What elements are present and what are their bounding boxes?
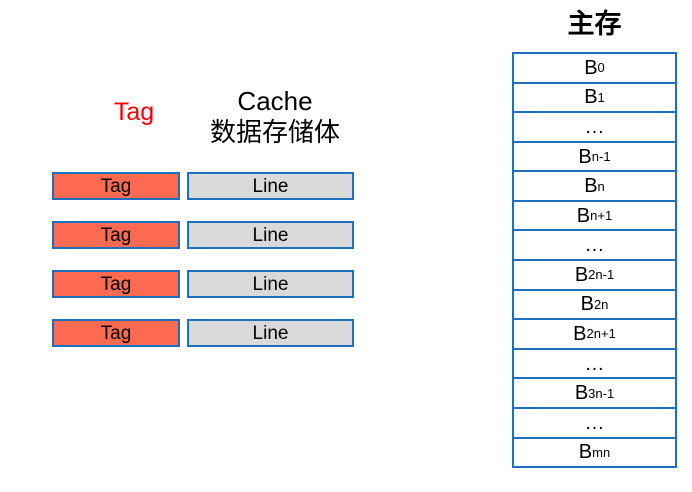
tag-column-header: Tag bbox=[113, 98, 155, 126]
block-subscript: 0 bbox=[597, 60, 605, 76]
block-label: B bbox=[584, 56, 598, 79]
block-label: B bbox=[574, 382, 589, 405]
cache-row-3: Tag Line bbox=[52, 270, 354, 298]
tag-box-label: Tag bbox=[100, 273, 132, 295]
memory-block-row-2: … bbox=[514, 113, 675, 143]
block-subscript: n-1 bbox=[591, 149, 611, 165]
cache-row-2: Tag Line bbox=[52, 221, 354, 249]
line-box-1: Line bbox=[187, 172, 354, 200]
block-subscript: n bbox=[597, 178, 605, 194]
tag-box-label: Tag bbox=[100, 224, 132, 246]
tag-box-label: Tag bbox=[100, 322, 132, 344]
block-label: … bbox=[584, 411, 605, 434]
line-box-label: Line bbox=[252, 322, 289, 344]
block-subscript: n+1 bbox=[590, 208, 613, 224]
block-label: … bbox=[584, 115, 605, 138]
block-label: B bbox=[580, 293, 594, 316]
main-memory-title: 主存 bbox=[567, 9, 622, 39]
tag-box-label: Tag bbox=[100, 175, 132, 197]
cache-row-4: Tag Line bbox=[52, 319, 354, 347]
line-box-label: Line bbox=[252, 224, 289, 246]
block-label: B bbox=[578, 145, 592, 168]
block-label: B bbox=[574, 263, 589, 286]
block-subscript: 2n-1 bbox=[588, 267, 615, 283]
tag-box-1: Tag bbox=[52, 172, 180, 200]
block-label: B bbox=[578, 441, 593, 464]
tag-box-2: Tag bbox=[52, 221, 180, 249]
cache-header-line1: Cache bbox=[237, 86, 313, 116]
cache-row-1: Tag Line bbox=[52, 172, 354, 200]
cache-column-header: Cache 数据存储体 bbox=[190, 86, 360, 148]
block-subscript: 1 bbox=[597, 89, 605, 105]
block-subscript: 2n bbox=[593, 296, 609, 312]
cache-header-line2: 数据存储体 bbox=[209, 117, 340, 147]
block-label: … bbox=[584, 352, 605, 375]
line-box-label: Line bbox=[252, 273, 289, 295]
block-label: B bbox=[573, 322, 587, 345]
block-subscript: 2n+1 bbox=[586, 326, 616, 342]
tag-box-3: Tag bbox=[52, 270, 180, 298]
memory-block-row-10: … bbox=[514, 350, 675, 380]
block-label: B bbox=[576, 204, 591, 227]
block-label: … bbox=[584, 234, 605, 257]
memory-block-row-12: … bbox=[514, 409, 675, 439]
memory-block-row-6: … bbox=[514, 231, 675, 262]
block-subscript: 3n-1 bbox=[588, 385, 615, 401]
block-label: B bbox=[584, 175, 598, 198]
block-subscript: mn bbox=[592, 444, 611, 460]
line-box-2: Line bbox=[187, 221, 354, 249]
block-label: B bbox=[584, 86, 598, 109]
line-box-label: Line bbox=[252, 175, 289, 197]
tag-box-4: Tag bbox=[52, 319, 180, 347]
line-box-4: Line bbox=[187, 319, 354, 347]
line-box-3: Line bbox=[187, 270, 354, 298]
